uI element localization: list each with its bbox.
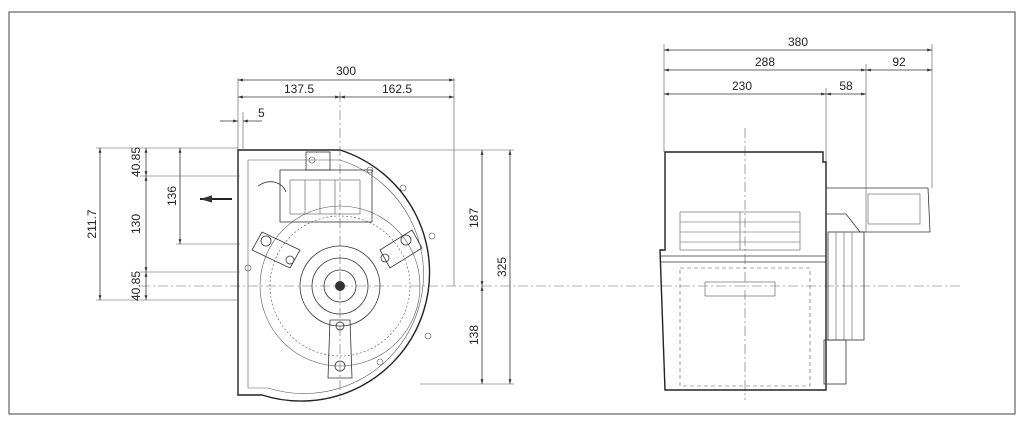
terminal-box-side — [825, 187, 931, 233]
dim-top-margin: 40.85 — [129, 147, 143, 177]
hole — [376, 358, 384, 366]
dim-length-total: 380 — [788, 35, 808, 49]
bracket-hole-right — [400, 234, 412, 246]
hole — [424, 332, 432, 340]
impeller-outer-ring — [259, 205, 421, 367]
hole — [428, 232, 436, 240]
dim-outlet-height: 211.7 — [85, 209, 99, 238]
dim-130: 130 — [129, 214, 143, 234]
shaft-boss — [323, 269, 357, 303]
dim-length-288: 288 — [755, 55, 775, 69]
bracket-hole-left — [260, 235, 272, 247]
bolt — [285, 255, 295, 265]
drawing-border — [8, 11, 1016, 415]
cable — [257, 181, 287, 193]
front-view: 300 137.5 162.5 5 211.7 40.85 130 40.85 … — [85, 64, 960, 402]
dim-187: 187 — [467, 208, 481, 228]
bracket-arm-right — [379, 229, 423, 269]
dim-136: 136 — [165, 186, 179, 206]
impeller-hidden-outline — [679, 267, 811, 387]
dim-138: 138 — [467, 325, 481, 345]
bolt — [335, 321, 345, 331]
dim-bottom-margin: 40.85 — [129, 271, 143, 301]
dim-length-92: 92 — [892, 55, 906, 69]
housing-outline — [237, 149, 431, 402]
motor-hub-inner — [311, 257, 369, 315]
motor-hub — [299, 245, 381, 327]
impeller-blades — [269, 215, 411, 357]
terminal-block-side — [867, 193, 921, 225]
housing-side — [659, 151, 827, 391]
hole — [399, 184, 407, 192]
bolt — [380, 253, 390, 263]
dim-width-total: 300 — [336, 64, 356, 78]
shaft — [335, 281, 345, 291]
dim-length-58: 58 — [839, 79, 853, 93]
capacitor — [305, 151, 331, 171]
dim-325: 325 — [495, 257, 509, 277]
hole — [366, 166, 374, 174]
shaft-hidden — [704, 281, 776, 297]
terminal-block — [289, 179, 361, 215]
dim-width-left: 137.5 — [284, 82, 314, 96]
side-view: 380 288 92 230 58 — [659, 35, 933, 400]
hole — [244, 264, 252, 272]
dim-offset: 5 — [258, 106, 265, 120]
bracket-arm-bottom — [327, 319, 353, 379]
hole — [308, 156, 316, 164]
bracket-hole-bottom — [334, 360, 346, 372]
dim-length-230: 230 — [732, 79, 752, 93]
housing-inner-outline — [247, 159, 424, 394]
motor-bracket — [823, 339, 847, 385]
dim-width-right: 162.5 — [382, 82, 412, 96]
